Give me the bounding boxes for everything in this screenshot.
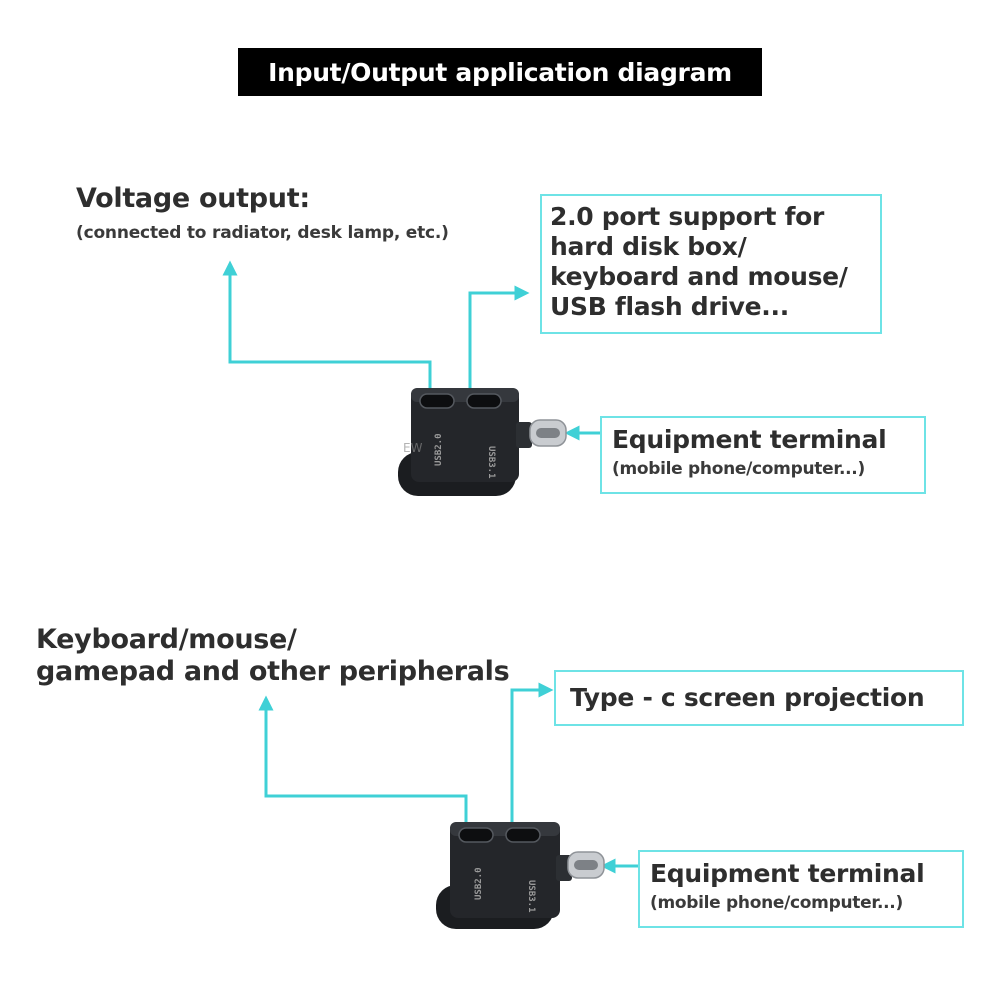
d1-port-b-label: USB3.1 — [486, 446, 496, 479]
d2-port-left — [458, 827, 494, 843]
d2-projection-connector — [510, 682, 554, 835]
d1-watermark: EW — [403, 441, 423, 455]
d1-equipment-box: Equipment terminal (mobile phone/compute… — [600, 416, 926, 494]
d1-equip-sub: (mobile phone/computer...) — [612, 459, 865, 479]
d1-usb2-box: 2.0 port support for hard disk box/ keyb… — [540, 194, 882, 334]
d2-port-right — [505, 827, 541, 843]
d2-adapter-device: USB2.0 USB3.1 — [436, 822, 605, 929]
d2-equip-sub: (mobile phone/computer...) — [650, 893, 903, 913]
diagram-title: Input/Output application diagram — [238, 48, 762, 96]
d1-port-a-label: USB2.0 — [434, 433, 444, 466]
d2-peripherals-line-2: gamepad and other peripherals — [36, 656, 510, 687]
d2-projection-label: Type - c screen projection — [570, 683, 925, 712]
d1-box-line-2: hard disk box/ — [550, 232, 747, 261]
d1-port-right — [466, 393, 502, 409]
d1-adapter-device: USB2.0 USB3.1 EW — [398, 388, 567, 496]
d2-equipment-box: Equipment terminal (mobile phone/compute… — [638, 850, 964, 928]
d2-projection-box: Type - c screen projection — [554, 670, 964, 726]
d1-box-line-4: USB flash drive... — [550, 292, 789, 321]
d2-port-b-label: USB3.1 — [526, 880, 536, 913]
d1-box-line-1: 2.0 port support for — [550, 202, 825, 231]
d1-voltage-label: Voltage output: — [76, 183, 310, 214]
d2-peripherals-connector — [258, 695, 468, 835]
d1-equip-label: Equipment terminal — [612, 425, 887, 454]
d1-voltage-connector — [222, 260, 432, 400]
d1-port-left — [419, 393, 455, 409]
d2-peripherals-line-1: Keyboard/mouse/ — [36, 624, 297, 655]
d2-equip-label: Equipment terminal — [650, 859, 925, 888]
d2-port-a-label: USB2.0 — [474, 867, 484, 900]
d1-box-line-3: keyboard and mouse/ — [550, 262, 848, 291]
d1-usb2-connector — [468, 285, 530, 400]
d1-voltage-sub: (connected to radiator, desk lamp, etc.) — [76, 223, 449, 243]
